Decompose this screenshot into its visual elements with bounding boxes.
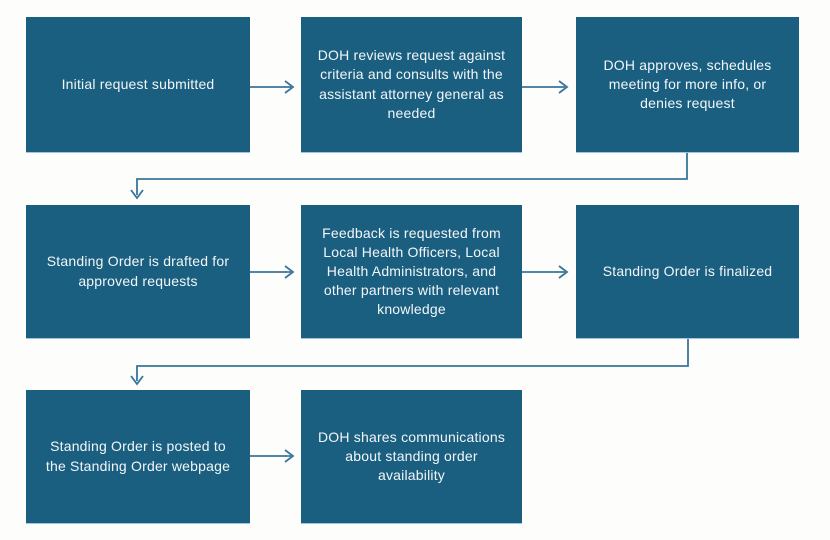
flow-step-order-drafted-label: Standing Order is drafted for approved r… bbox=[46, 253, 230, 289]
flow-step-doh-shares-communications-label: DOH shares communications about standing… bbox=[317, 428, 506, 484]
connector-step6-step7-elbow bbox=[136, 338, 689, 381]
flow-step-doh-shares-communications: DOH shares communications about standing… bbox=[301, 390, 522, 523]
connector-step3-step4-elbow bbox=[136, 152, 688, 195]
flow-step-order-drafted: Standing Order is drafted for approved r… bbox=[26, 205, 250, 338]
flow-step-order-posted-label: Standing Order is posted to the Standing… bbox=[45, 438, 231, 474]
flow-step-doh-reviews: DOH reviews request against criteria and… bbox=[301, 17, 522, 152]
flow-step-doh-decision-label: DOH approves, schedules meeting for more… bbox=[603, 56, 772, 112]
arrow-step5-step6-head bbox=[558, 265, 569, 279]
flow-step-order-finalized: Standing Order is finalized bbox=[576, 205, 799, 338]
arrow-step1-step2-head bbox=[284, 80, 295, 94]
arrow-step4-step5-head bbox=[284, 265, 295, 279]
flow-step-order-posted: Standing Order is posted to the Standing… bbox=[26, 390, 250, 523]
flow-step-feedback-requested: Feedback is requested from Local Health … bbox=[301, 205, 522, 338]
connector-step3-step4-head bbox=[130, 189, 144, 200]
flow-step-feedback-requested-label: Feedback is requested from Local Health … bbox=[322, 224, 501, 318]
connector-step6-step7-head bbox=[130, 375, 144, 386]
arrow-step2-step3-head bbox=[558, 80, 569, 94]
flow-step-order-finalized-label: Standing Order is finalized bbox=[602, 262, 773, 279]
flow-step-doh-decision: DOH approves, schedules meeting for more… bbox=[576, 17, 799, 152]
flow-step-doh-reviews-label: DOH reviews request against criteria and… bbox=[317, 47, 506, 121]
flow-step-initial-request-label: Initial request submitted bbox=[61, 75, 215, 92]
flow-step-initial-request: Initial request submitted bbox=[26, 17, 250, 152]
arrow-step7-step8-head bbox=[284, 449, 295, 463]
